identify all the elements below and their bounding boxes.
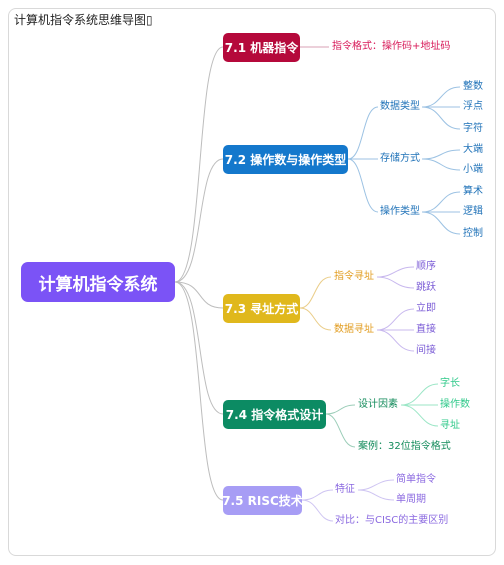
leaf-control[interactable]: 控制 bbox=[463, 228, 483, 239]
leaf-big-endian[interactable]: 大端 bbox=[463, 144, 483, 155]
subtopic-case-32bit[interactable]: 案例：32位指令格式 bbox=[358, 441, 451, 452]
subtopic-data-types[interactable]: 数据类型 bbox=[380, 101, 420, 112]
leaf-addressing[interactable]: 寻址 bbox=[440, 420, 460, 431]
branch-node-risc[interactable]: 7.5 RISC技术 bbox=[222, 486, 303, 515]
branch-node-machine-instruction[interactable]: 7.1 机器指令 bbox=[223, 33, 300, 62]
root-node[interactable]: 计算机指令系统 bbox=[21, 262, 175, 302]
subtopic-design-factors[interactable]: 设计因素 bbox=[358, 399, 398, 410]
leaf-single-cycle[interactable]: 单周期 bbox=[396, 494, 426, 505]
subtopic-operation-types[interactable]: 操作类型 bbox=[380, 206, 420, 217]
leaf-float[interactable]: 浮点 bbox=[463, 101, 483, 112]
branch-node-format-design[interactable]: 7.4 指令格式设计 bbox=[223, 400, 326, 429]
leaf-indirect[interactable]: 间接 bbox=[416, 345, 436, 356]
leaf-immediate[interactable]: 立即 bbox=[416, 303, 436, 314]
leaf-logic[interactable]: 逻辑 bbox=[463, 206, 483, 217]
leaf-arithmetic[interactable]: 算术 bbox=[463, 186, 483, 197]
leaf-simple-instructions[interactable]: 简单指令 bbox=[396, 474, 436, 485]
leaf-word-length[interactable]: 字长 bbox=[440, 378, 460, 389]
subtopic-cisc-comparison[interactable]: 对比：与CISC的主要区别 bbox=[335, 515, 449, 526]
subtopic-instruction-format[interactable]: 指令格式：操作码+地址码 bbox=[332, 41, 451, 52]
subtopic-features[interactable]: 特征 bbox=[335, 484, 355, 495]
subtopic-data-addressing[interactable]: 数据寻址 bbox=[334, 324, 374, 335]
branch-node-operand-types[interactable]: 7.2 操作数与操作类型 bbox=[223, 145, 348, 174]
leaf-sequential[interactable]: 顺序 bbox=[416, 261, 436, 272]
leaf-direct[interactable]: 直接 bbox=[416, 324, 436, 335]
page-title: 计算机指令系统思维导图▯ bbox=[14, 13, 153, 27]
subtopic-storage-order[interactable]: 存储方式 bbox=[380, 153, 420, 164]
leaf-operand[interactable]: 操作数 bbox=[440, 399, 470, 410]
branch-node-addressing-modes[interactable]: 7.3 寻址方式 bbox=[223, 294, 300, 323]
leaf-char[interactable]: 字符 bbox=[463, 123, 483, 134]
leaf-jump[interactable]: 跳跃 bbox=[416, 282, 436, 293]
leaf-integer[interactable]: 整数 bbox=[463, 81, 483, 92]
leaf-little-endian[interactable]: 小端 bbox=[463, 164, 483, 175]
subtopic-instruction-addressing[interactable]: 指令寻址 bbox=[334, 271, 374, 282]
